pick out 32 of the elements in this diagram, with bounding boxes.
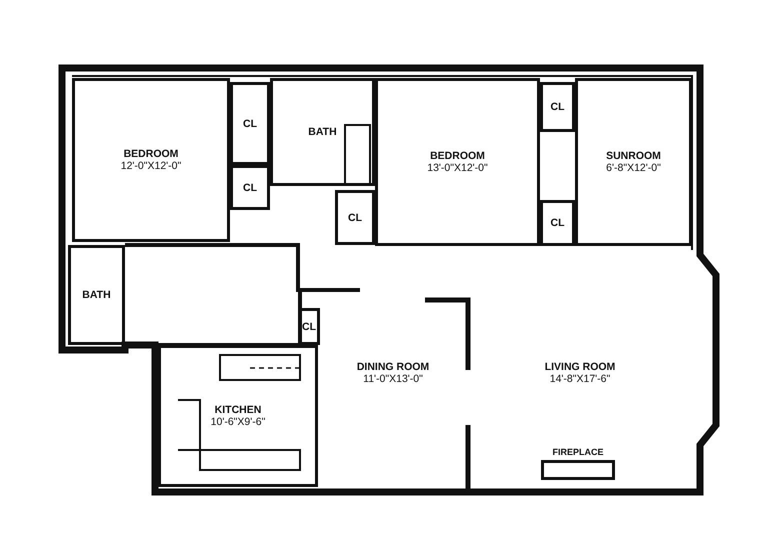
- room-dimensions: 13'-0"X12'-0": [427, 162, 488, 174]
- closet-outline: [335, 190, 375, 245]
- room-name: CL: [243, 182, 257, 194]
- room-name: SUNROOM: [606, 150, 661, 162]
- kitchen-outline: [158, 345, 318, 487]
- room-dimensions: 6'-8"X12'-0": [606, 162, 661, 174]
- room-name: CL: [243, 118, 257, 130]
- room-name: BEDROOM: [430, 150, 485, 162]
- room-name: LIVING ROOM: [544, 360, 616, 372]
- room-name: CL: [348, 212, 362, 224]
- room-name: CL: [302, 320, 316, 332]
- bedroom-outline: [375, 78, 540, 246]
- closet-outline: [540, 82, 575, 132]
- bathroom-outline: [270, 78, 375, 186]
- room-dimensions: 10'-6"X9'-6": [210, 416, 266, 428]
- room-name: BEDROOM: [124, 148, 178, 160]
- closet-outline: [230, 165, 270, 210]
- room-name: KITCHEN: [214, 404, 262, 416]
- sunroom-outline: [575, 78, 692, 246]
- fireplace-label: FIREPLACE: [552, 446, 604, 458]
- room-name: BATH: [82, 289, 111, 301]
- closet-outline: [540, 200, 575, 246]
- bedroom-outline: [72, 78, 230, 242]
- closet-outline: [230, 82, 270, 165]
- bathroom-outline: [68, 245, 125, 345]
- room-name: DINING ROOM: [356, 360, 430, 372]
- room-name: BATH: [308, 126, 337, 138]
- room-dimensions: 14'-8"X17'-6": [550, 372, 610, 384]
- room-name: CL: [550, 217, 564, 229]
- room-dimensions: 11'-0"X13'-0": [363, 372, 423, 384]
- room-dimensions: 12'-0"X12'-0": [120, 160, 182, 172]
- room-name: CL: [550, 101, 564, 113]
